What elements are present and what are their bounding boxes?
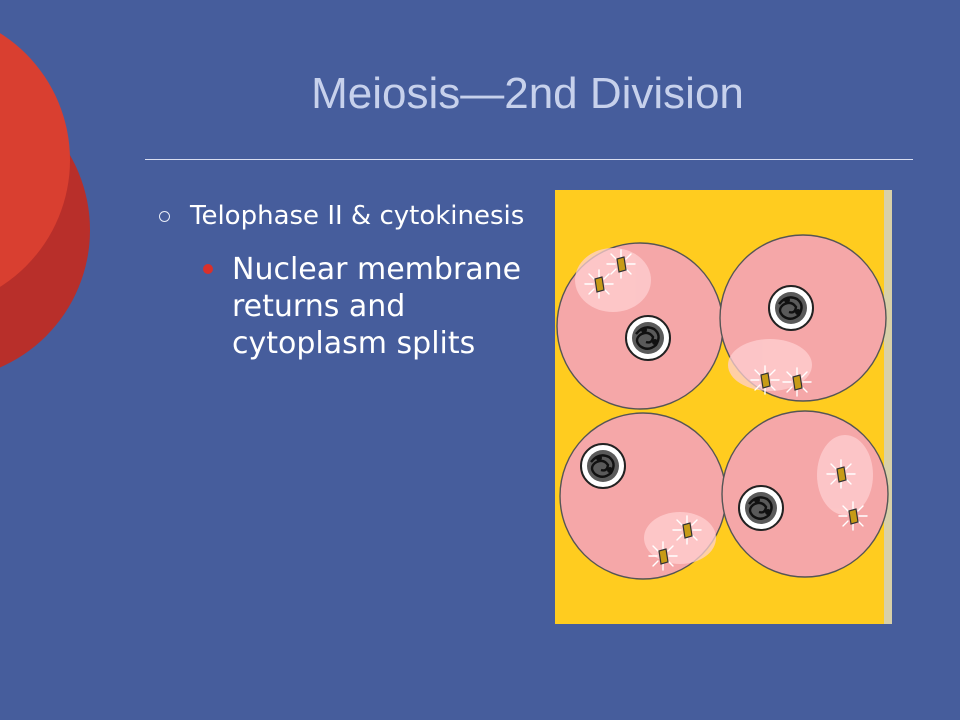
nucleus-top-right — [767, 284, 815, 332]
nucleus-top-left — [624, 314, 672, 362]
bullet-text: Telophase II & cytokinesis — [190, 201, 525, 231]
nucleus-bottom-right — [737, 484, 785, 532]
bullet-item: Telophase II & cytokinesis — [156, 198, 536, 235]
decorative-red-circles — [0, 33, 90, 368]
bullet-list: Telophase II & cytokinesis Nuclear membr… — [156, 198, 536, 362]
hollow-circle-bullet-icon — [159, 211, 170, 222]
slide-title: Meiosis—2nd Division — [311, 69, 744, 118]
red-dot-bullet-icon — [203, 264, 213, 274]
sub-bullet-item: Nuclear membrane returns and cytoplasm s… — [156, 251, 536, 362]
decorative-circle-light — [0, 33, 70, 287]
sub-bullet-text: Nuclear membrane returns and cytoplasm s… — [232, 252, 522, 361]
nucleus-bottom-left — [579, 442, 627, 490]
title-divider — [145, 159, 913, 160]
figure-edge-strip — [884, 190, 892, 624]
telophase-ii-illustration — [555, 190, 892, 624]
